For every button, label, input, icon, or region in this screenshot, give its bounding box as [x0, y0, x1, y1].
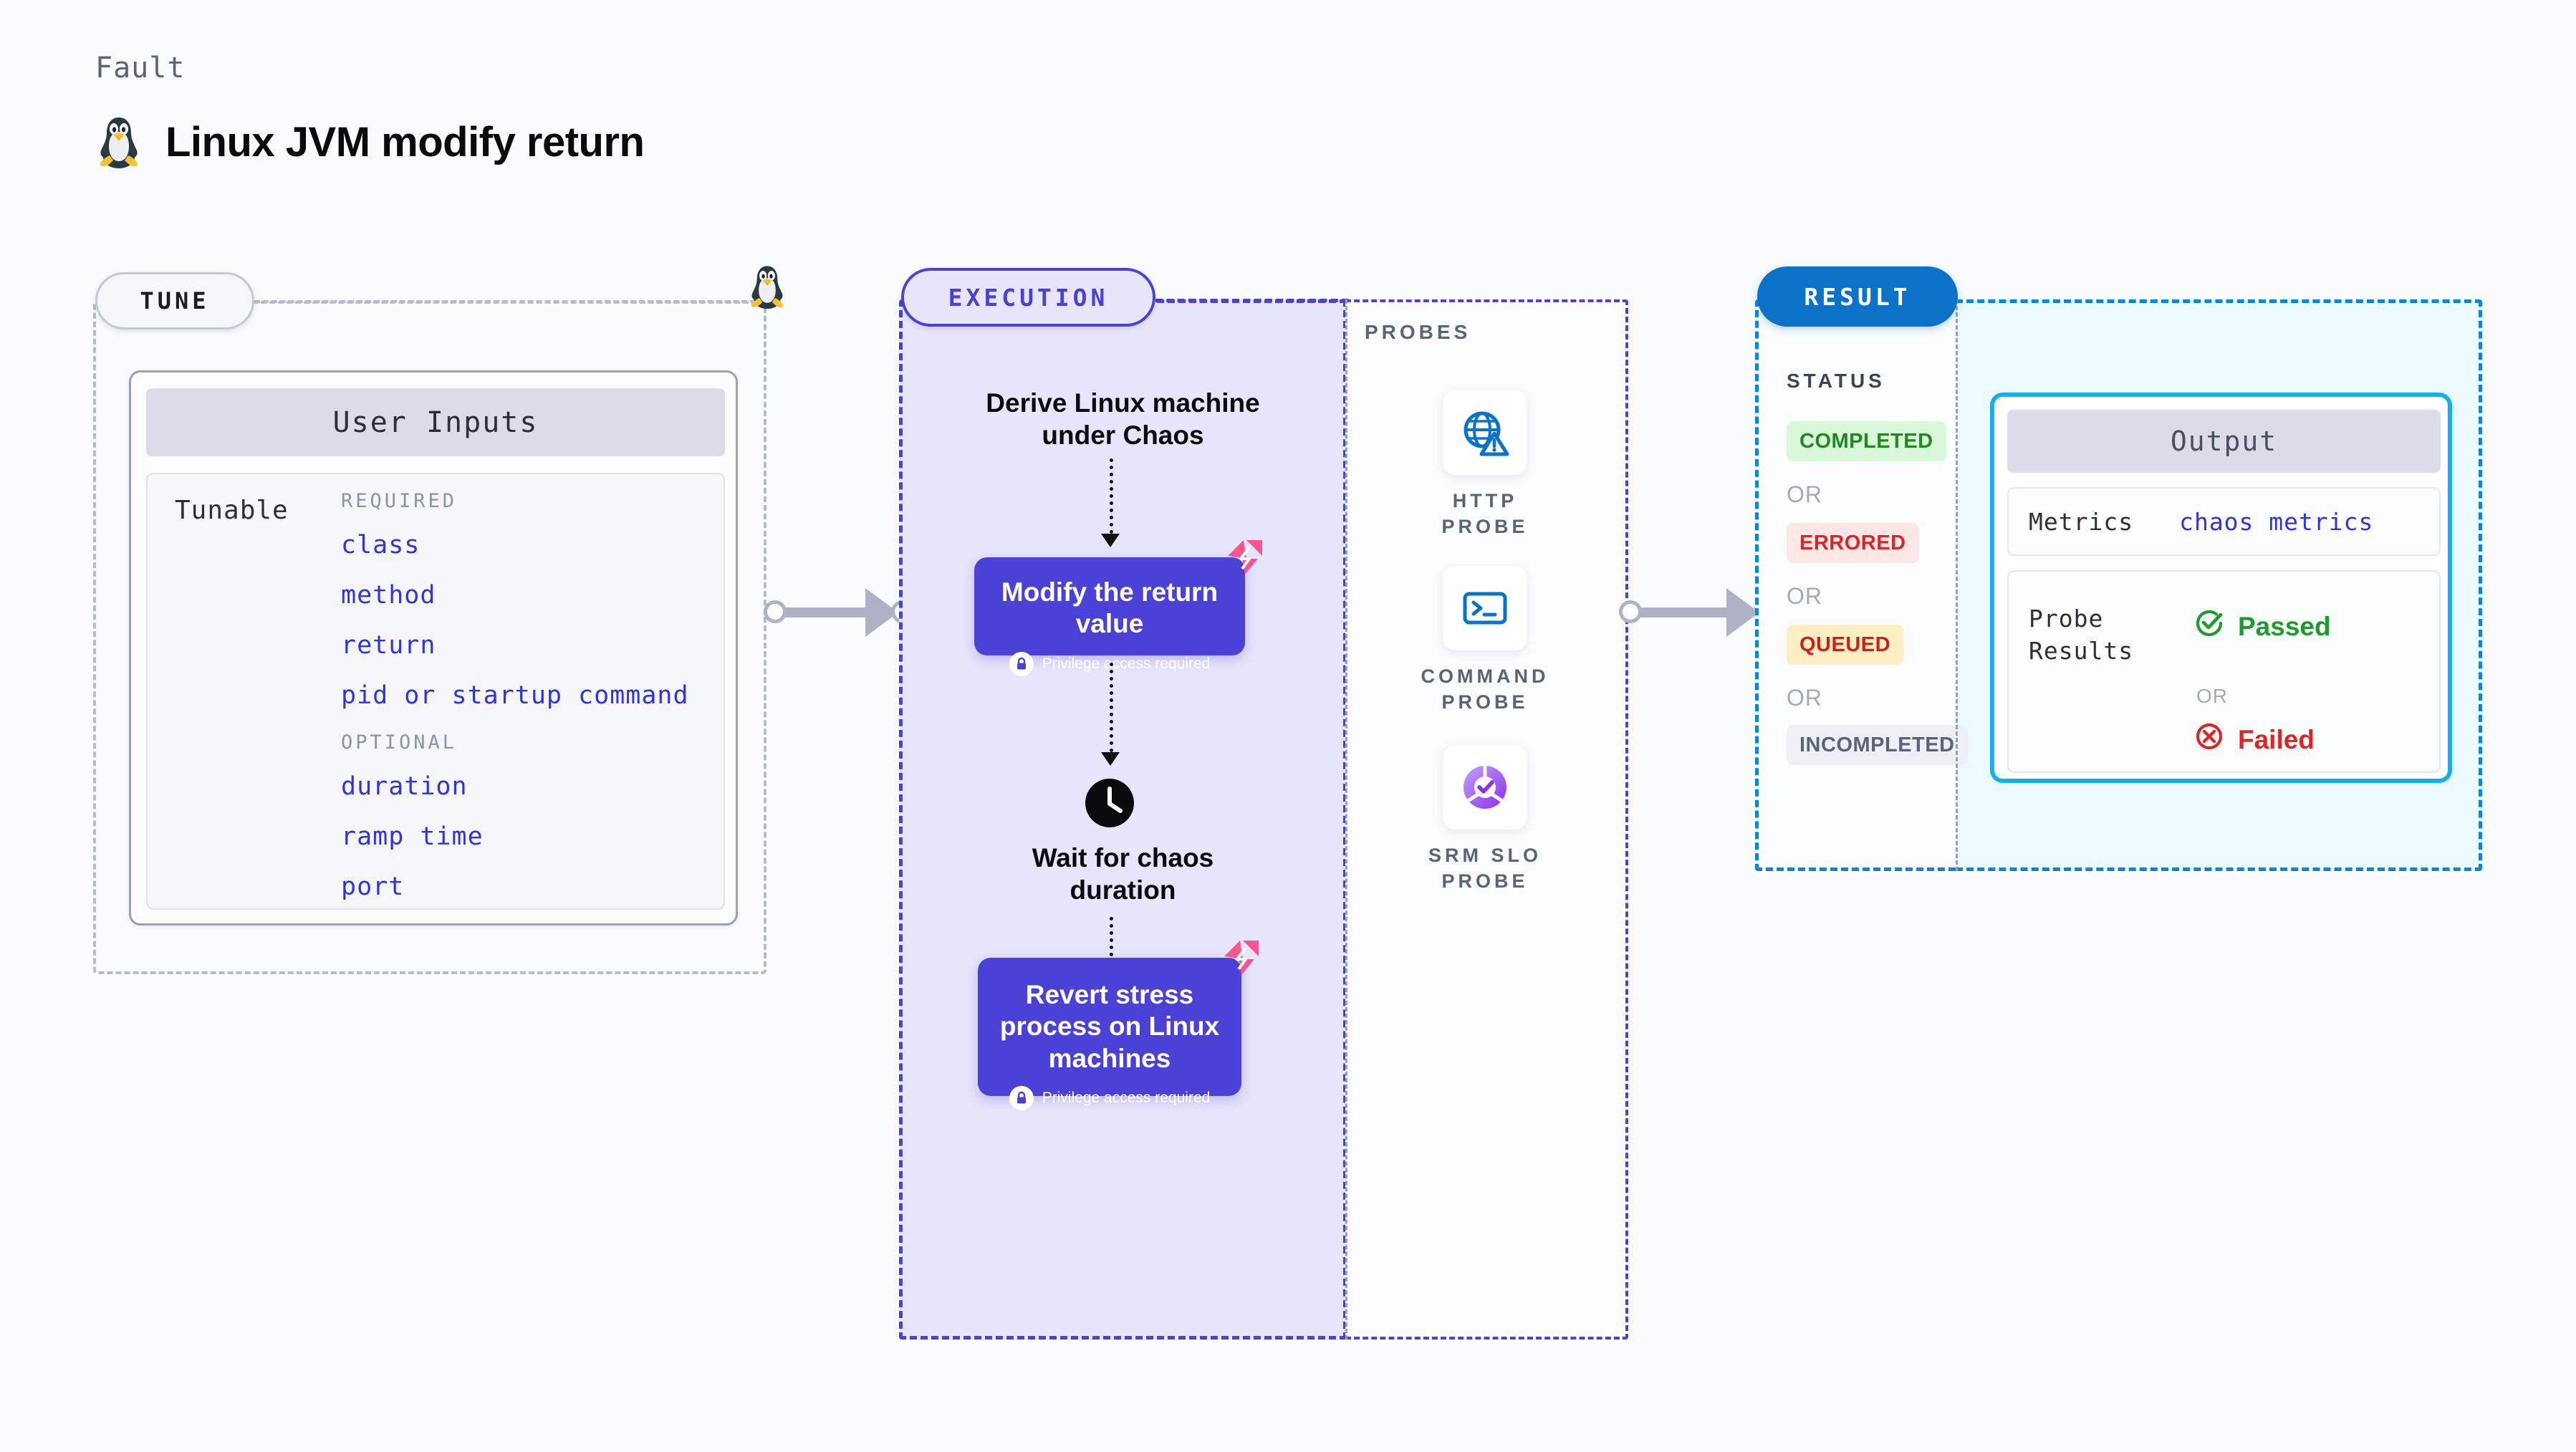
status-badge-label: INCOMPLETED: [1799, 733, 1955, 756]
status-badge-completed: COMPLETED: [1787, 421, 1946, 461]
tunable-item-return[interactable]: return: [341, 631, 436, 660]
output-card: Output Metrics chaos metrics Probe Resul…: [1990, 393, 2452, 783]
flow-arrow-line-1: [1110, 458, 1113, 534]
status-badge-label: COMPLETED: [1799, 429, 1933, 453]
output-metrics-row: Metrics chaos metrics: [2007, 487, 2441, 556]
flow-arrow-head-1: [1101, 534, 1120, 547]
probe-label-srm-slo: SRM SLO PROBE: [1428, 845, 1542, 893]
privilege-note: Privilege access required: [974, 651, 1245, 676]
status-or-1: OR: [1787, 481, 1822, 507]
page-title: Linux JVM modify return: [165, 118, 645, 165]
execution-card-title: Revert stress process on Linux machines: [999, 980, 1220, 1073]
tunable-group-optional-label: OPTIONAL: [341, 731, 458, 754]
lock-icon: [1009, 651, 1034, 676]
probes-divider: [1345, 299, 1347, 1340]
flow-arrow-line-2: [1110, 663, 1113, 752]
harness-flag-icon: [1225, 537, 1265, 581]
output-header: Output: [2007, 410, 2441, 473]
lock-icon: [1009, 1086, 1034, 1111]
tunable-item-port[interactable]: port: [341, 872, 405, 901]
probe-item-http[interactable]: HTTP PROBE: [1406, 390, 1564, 540]
x-circle-icon: [2193, 721, 2225, 759]
execution-card-revert-stress-process[interactable]: Revert stress process on Linux machines …: [978, 941, 1259, 1111]
execution-badge[interactable]: EXECUTION: [901, 268, 1155, 327]
status-badge-label: QUEUED: [1799, 633, 1891, 656]
execution-step-wait-for-chaos-duration: Wait for chaos duration: [1032, 843, 1214, 905]
execution-connector-line: [1155, 299, 1349, 302]
result-divider: [1956, 299, 1958, 871]
probe-item-srm-slo[interactable]: SRM SLO PROBE: [1406, 745, 1564, 895]
tunable-item-ramp-time[interactable]: ramp time: [341, 822, 484, 851]
tunable-group-required-label: REQUIRED: [341, 490, 458, 512]
result-badge-label: RESULT: [1804, 282, 1911, 311]
result-badge[interactable]: RESULT: [1757, 266, 1958, 327]
clock-icon: [1084, 777, 1135, 832]
flow-arrow-head-2: [1101, 752, 1120, 766]
output-header-label: Output: [2170, 425, 2278, 457]
status-badge-label: ERRORED: [1799, 531, 1906, 554]
srm-slo-donut-icon: [1443, 745, 1527, 830]
probe-result-failed-label: Failed: [2238, 724, 2315, 754]
tunable-item-duration[interactable]: duration: [341, 772, 468, 801]
globe-warning-icon: [1443, 390, 1527, 475]
user-inputs-header: User Inputs: [146, 388, 725, 456]
tunable-row-label: Tunable: [175, 496, 289, 525]
terminal-icon: [1443, 566, 1527, 650]
status-badge-incompleted: INCOMPLETED: [1787, 725, 1968, 765]
connector-probes-to-result: [1619, 566, 1777, 659]
probe-result-passed-label: Passed: [2238, 611, 2331, 641]
probe-item-command[interactable]: COMMAND PROBE: [1406, 566, 1564, 716]
probe-result-failed: Failed: [2193, 721, 2315, 759]
connector-tune-to-execution: [764, 566, 914, 659]
probe-results-key: Probe Results: [2029, 605, 2134, 665]
page-kicker: Fault: [95, 52, 186, 85]
status-section-label: STATUS: [1787, 370, 1885, 392]
execution-step-derive-linux-machine: Derive Linux machine under Chaos: [986, 388, 1260, 451]
page-title-row: Linux JVM modify return: [95, 115, 645, 169]
status-or-2: OR: [1787, 583, 1822, 609]
status-badge-queued: QUEUED: [1787, 625, 1904, 665]
tunable-item-class[interactable]: class: [341, 531, 420, 559]
user-inputs-card: User Inputs Tunable REQUIRED class metho…: [129, 370, 738, 925]
tune-badge-label: TUNE: [140, 287, 210, 314]
execution-badge-label: EXECUTION: [948, 283, 1109, 312]
probe-result-passed: Passed: [2193, 607, 2331, 645]
harness-flag-icon: [1221, 938, 1261, 981]
metrics-key: Metrics: [2029, 507, 2134, 536]
flow-arrow-line-3: [1110, 917, 1113, 992]
probe-result-or: OR: [2196, 685, 2228, 707]
user-inputs-header-label: User Inputs: [332, 405, 539, 439]
linux-tux-icon: [747, 264, 787, 313]
tunable-section: Tunable REQUIRED class method return pid…: [146, 473, 725, 910]
tunable-item-pid-or-startup-command[interactable]: pid or startup command: [341, 681, 689, 710]
privilege-note-label: Privilege access required: [1042, 655, 1211, 672]
metrics-value[interactable]: chaos metrics: [2179, 507, 2374, 536]
tune-connector-line: [254, 300, 764, 303]
probe-label-command: COMMAND PROBE: [1421, 665, 1549, 713]
tune-badge[interactable]: TUNE: [95, 272, 254, 330]
execution-card-title: Modify the return value: [1001, 577, 1219, 639]
probes-section-label: PROBES: [1365, 321, 1471, 343]
output-probe-results-row: Probe Results Passed OR Failed: [2007, 570, 2441, 773]
privilege-note: Privilege access required: [978, 1086, 1241, 1111]
privilege-note-label: Privilege access required: [1042, 1090, 1211, 1107]
tunable-item-method[interactable]: method: [341, 581, 436, 610]
probe-label-http: HTTP PROBE: [1441, 490, 1529, 538]
linux-tux-icon: [95, 115, 143, 169]
status-or-3: OR: [1787, 685, 1822, 711]
tunable-list: REQUIRED class method return pid or star…: [341, 490, 713, 923]
check-circle-icon: [2193, 607, 2225, 645]
execution-card-modify-return-value[interactable]: Modify the return value Privilege access…: [974, 540, 1262, 676]
status-badge-errored: ERRORED: [1787, 523, 1919, 563]
